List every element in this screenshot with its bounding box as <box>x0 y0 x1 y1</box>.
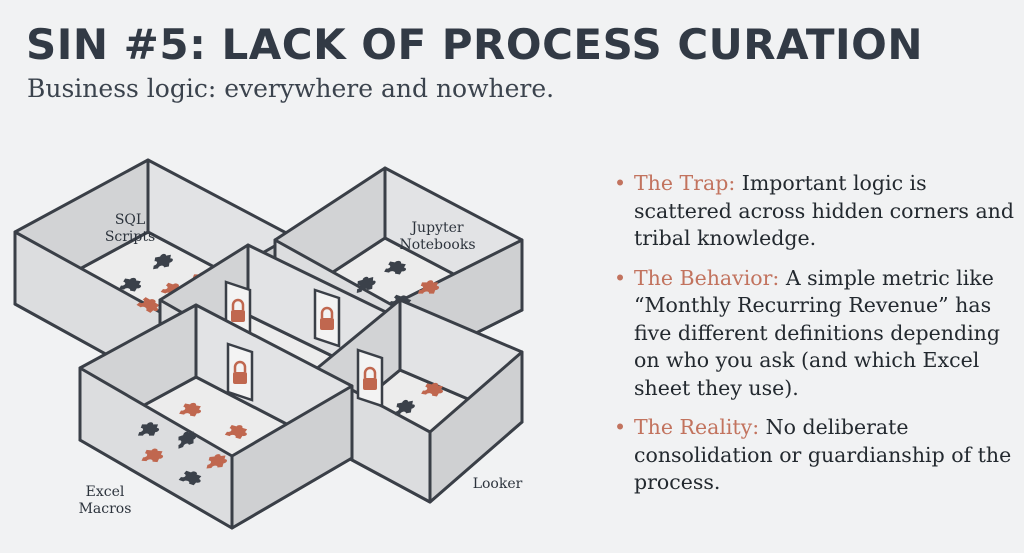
isometric-rooms-illustration <box>13 158 524 530</box>
padlock-icon <box>363 378 377 390</box>
label-line: Macros <box>78 501 132 517</box>
padlock-icon <box>231 298 245 310</box>
puzzle-piece-icon <box>395 399 415 416</box>
padlock-icon <box>363 366 377 378</box>
puzzle-piece-icon <box>417 280 439 294</box>
puzzle-piece-icon <box>119 277 141 292</box>
bullet-list: • The Trap: Important logic is scattered … <box>612 170 1022 509</box>
label-sql-scripts: SQL Scripts <box>100 212 160 246</box>
label-line: Jupyter <box>411 220 464 236</box>
bullet-dot: • <box>614 171 627 195</box>
label-line: Notebooks <box>399 237 476 253</box>
bullet-behavior: • The Behavior: A simple metric like “Mon… <box>612 265 1022 403</box>
label-excel-macros: Excel Macros <box>70 484 140 518</box>
bullet-dot: • <box>614 265 627 290</box>
label-jupyter-notebooks: Jupyter Notebooks <box>395 220 480 254</box>
label-line: Scripts <box>104 229 156 245</box>
bullet-text: Important logic is scattered across hidd… <box>634 171 1015 250</box>
padlock-icon <box>231 310 245 322</box>
puzzle-piece-icon <box>206 454 227 469</box>
padlock-icon <box>233 360 247 372</box>
bullet-text: A simple metric like “Monthly Recurring … <box>634 265 1000 400</box>
puzzle-piece-icon <box>141 448 164 463</box>
puzzle-piece-icon <box>179 402 201 417</box>
bullet-dot: • <box>614 415 627 439</box>
puzzle-piece-icon <box>224 425 248 439</box>
slide-title: SIN #5: LACK OF PROCESS CURATION <box>26 20 923 69</box>
puzzle-piece-icon <box>178 431 197 449</box>
bullet-key: The Reality: <box>634 415 760 439</box>
puzzle-piece-icon <box>137 422 159 436</box>
label-looker: Looker <box>472 476 523 492</box>
padlock-icon <box>320 318 334 330</box>
room-excel-front-wall-right <box>230 384 354 530</box>
label-line: SQL <box>114 212 146 228</box>
puzzle-piece-icon <box>421 382 443 397</box>
slide-subtitle: Business logic: everywhere and nowhere. <box>27 74 555 103</box>
bullet-reality: • The Reality: No deliberate consolidatio… <box>612 414 1022 497</box>
room-looker-front-wall-right <box>428 350 524 504</box>
padlock-icon <box>320 306 334 318</box>
bullet-trap: • The Trap: Important logic is scattered … <box>612 170 1022 253</box>
bullet-key: The Behavior: <box>634 265 780 290</box>
bullet-text: No deliberate consolidation or guardians… <box>634 415 1012 494</box>
puzzle-piece-icon <box>178 470 202 486</box>
puzzle-piece-icon <box>136 297 160 313</box>
puzzle-piece-icon <box>153 253 173 270</box>
label-line: Excel <box>85 484 125 500</box>
bullet-key: The Trap: <box>634 171 736 195</box>
puzzle-piece-icon <box>384 260 406 275</box>
puzzle-piece-icon <box>356 276 376 294</box>
padlock-icon <box>233 372 247 384</box>
